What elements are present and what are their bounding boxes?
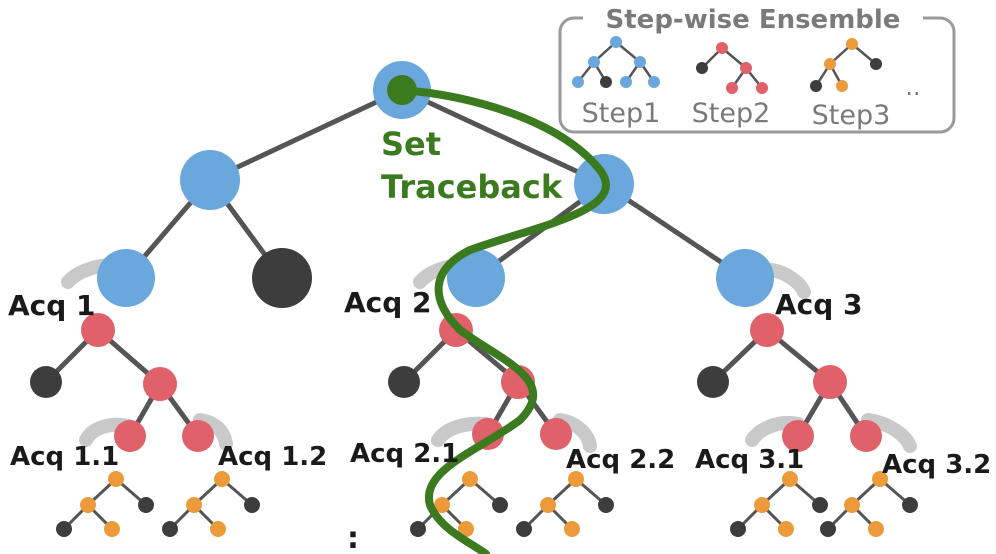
legend-tree-2-node-1 xyxy=(716,42,728,54)
tree-node-9 xyxy=(30,366,62,398)
legend: Step-wise Ensemble Step1 Step2 Step3 .. xyxy=(558,5,956,134)
small-tree-5-node-b xyxy=(812,497,828,513)
acq-2-1-label: Acq 2.1 xyxy=(350,439,459,469)
traceback-label-line2: Traceback xyxy=(381,168,563,206)
legend-tree-3-node-2 xyxy=(824,58,836,70)
small-tree-3-node-a xyxy=(434,497,450,513)
small-tree-5-node-r xyxy=(782,471,798,487)
small-tree-4-node-d xyxy=(564,521,580,537)
small-tree-2-node-c xyxy=(162,521,178,537)
small-tree-4-node-a xyxy=(540,497,556,513)
acq-2-2-label: Acq 2.2 xyxy=(566,445,675,475)
acquisition-arc-5 xyxy=(193,413,233,451)
tree-node-4 xyxy=(97,249,155,307)
traceback-label-line1: Set xyxy=(381,125,441,163)
small-tree-1-node-c xyxy=(56,521,72,537)
legend-tree-3-node-3 xyxy=(870,58,882,70)
tree-node-6 xyxy=(447,249,505,307)
small-tree-3-node-c xyxy=(410,521,426,537)
small-tree-2-node-d xyxy=(210,521,226,537)
acq-1-2-label: Acq 1.2 xyxy=(218,442,327,472)
small-tree-3-node-b xyxy=(492,497,508,513)
small-tree-1-node-a xyxy=(80,497,96,513)
small-tree-6-node-a xyxy=(844,497,860,513)
tree-node-22 xyxy=(850,420,882,452)
tree-node-18 xyxy=(750,313,784,347)
legend-step-2: Step2 xyxy=(692,98,771,129)
small-tree-6-node-d xyxy=(868,521,884,537)
small-tree-6-node-b xyxy=(902,497,918,513)
legend-tree-2-node-5 xyxy=(756,82,768,94)
acq-3-1-label: Acq 3.1 xyxy=(695,445,804,475)
legend-tree-1-node-6 xyxy=(620,76,632,88)
tree-node-19 xyxy=(697,366,729,398)
tree-node-21 xyxy=(782,420,814,452)
legend-more: .. xyxy=(905,73,920,101)
continuation-ellipsis: : xyxy=(347,521,359,554)
small-tree-5-node-d xyxy=(778,521,794,537)
tree-node-14 xyxy=(388,366,420,398)
legend-mini-trees xyxy=(572,36,882,94)
legend-tree-3-node-1 xyxy=(846,38,858,50)
legend-tree-1-node-4 xyxy=(572,76,584,88)
small-tree-2-node-r xyxy=(214,471,230,487)
legend-tree-1-node-7 xyxy=(648,76,660,88)
legend-step-3: Step3 xyxy=(812,100,891,131)
legend-tree-2-node-3 xyxy=(740,62,752,74)
tree-node-10 xyxy=(143,367,177,401)
legend-tree-2-node-4 xyxy=(726,82,738,94)
small-tree-4-node-c xyxy=(516,521,532,537)
acquisition-arc-9 xyxy=(861,413,917,453)
small-tree-3-node-d xyxy=(458,521,474,537)
legend-tree-1-node-3 xyxy=(634,56,646,68)
small-tree-4-node-r xyxy=(568,471,584,487)
legend-title-bg xyxy=(583,5,923,33)
tree-node-7 xyxy=(716,249,774,307)
legend-tree-3-node-5 xyxy=(836,80,848,92)
acq-3-2-label: Acq 3.2 xyxy=(882,450,991,480)
small-tree-1-node-b xyxy=(138,497,154,513)
legend-step-1: Step1 xyxy=(582,98,661,129)
acq-2-label: Acq 2 xyxy=(344,286,432,319)
small-tree-4-node-b xyxy=(598,497,614,513)
legend-title: Step-wise Ensemble xyxy=(606,5,901,35)
small-tree-1-node-r xyxy=(108,471,124,487)
small-tree-5-node-a xyxy=(754,497,770,513)
acquisition-arc-3 xyxy=(765,263,811,299)
small-tree-2-node-a xyxy=(186,497,202,513)
tree-node-17 xyxy=(540,418,572,450)
legend-tree-1-node-1 xyxy=(610,36,622,48)
tree-edge-1 xyxy=(208,87,404,183)
tree-node-20 xyxy=(813,365,847,399)
traceback-path xyxy=(398,86,610,554)
tree-node-5 xyxy=(252,248,312,308)
tree-node-11 xyxy=(114,420,146,452)
tree-node-2 xyxy=(180,150,240,210)
legend-tree-3-node-4 xyxy=(810,80,822,92)
small-tree-3-node-r xyxy=(462,471,478,487)
tree-node-8 xyxy=(81,313,115,347)
acq-1-label: Acq 1 xyxy=(8,289,96,322)
small-tree-6-node-c xyxy=(820,521,836,537)
acq-1-1-label: Acq 1.1 xyxy=(10,442,119,472)
small-tree-6-node-r xyxy=(872,471,888,487)
small-tree-2-node-b xyxy=(244,497,260,513)
legend-tree-2-node-2 xyxy=(696,62,708,74)
legend-tree-1-node-2 xyxy=(588,56,600,68)
legend-tree-1-node-5 xyxy=(600,76,612,88)
tree-edge-2 xyxy=(400,87,606,187)
acq-3-label: Acq 3 xyxy=(775,288,863,321)
tree-node-12 xyxy=(182,420,214,452)
small-tree-5-node-c xyxy=(730,521,746,537)
small-tree-1-node-d xyxy=(104,521,120,537)
